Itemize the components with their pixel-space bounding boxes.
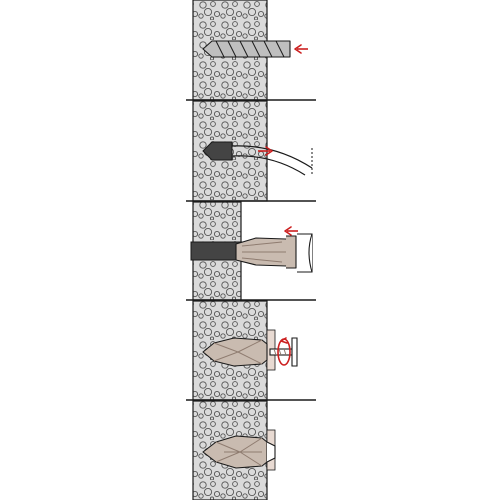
arrow-left-icon	[284, 226, 298, 236]
arrow-left-icon	[294, 44, 308, 54]
step-3-insert-anchor	[186, 201, 316, 301]
arrow-right-icon	[258, 146, 273, 156]
step-2-clean-hole	[186, 100, 316, 202]
blow-pump-icon	[202, 141, 313, 176]
drill-bit-icon	[202, 40, 291, 58]
anchor-plug-icon	[235, 235, 297, 269]
screw-icon	[269, 337, 298, 367]
step-4-drive-screw	[186, 300, 316, 401]
installed-anchor-icon	[202, 435, 276, 469]
setting-tool-icon	[297, 233, 313, 273]
rotate-arrow-icon	[277, 337, 291, 366]
step-1-drill-hole	[186, 0, 316, 101]
step-5-anchor-installed	[192, 400, 276, 500]
drilled-hole	[190, 241, 244, 261]
expanded-anchor-icon	[202, 337, 268, 367]
